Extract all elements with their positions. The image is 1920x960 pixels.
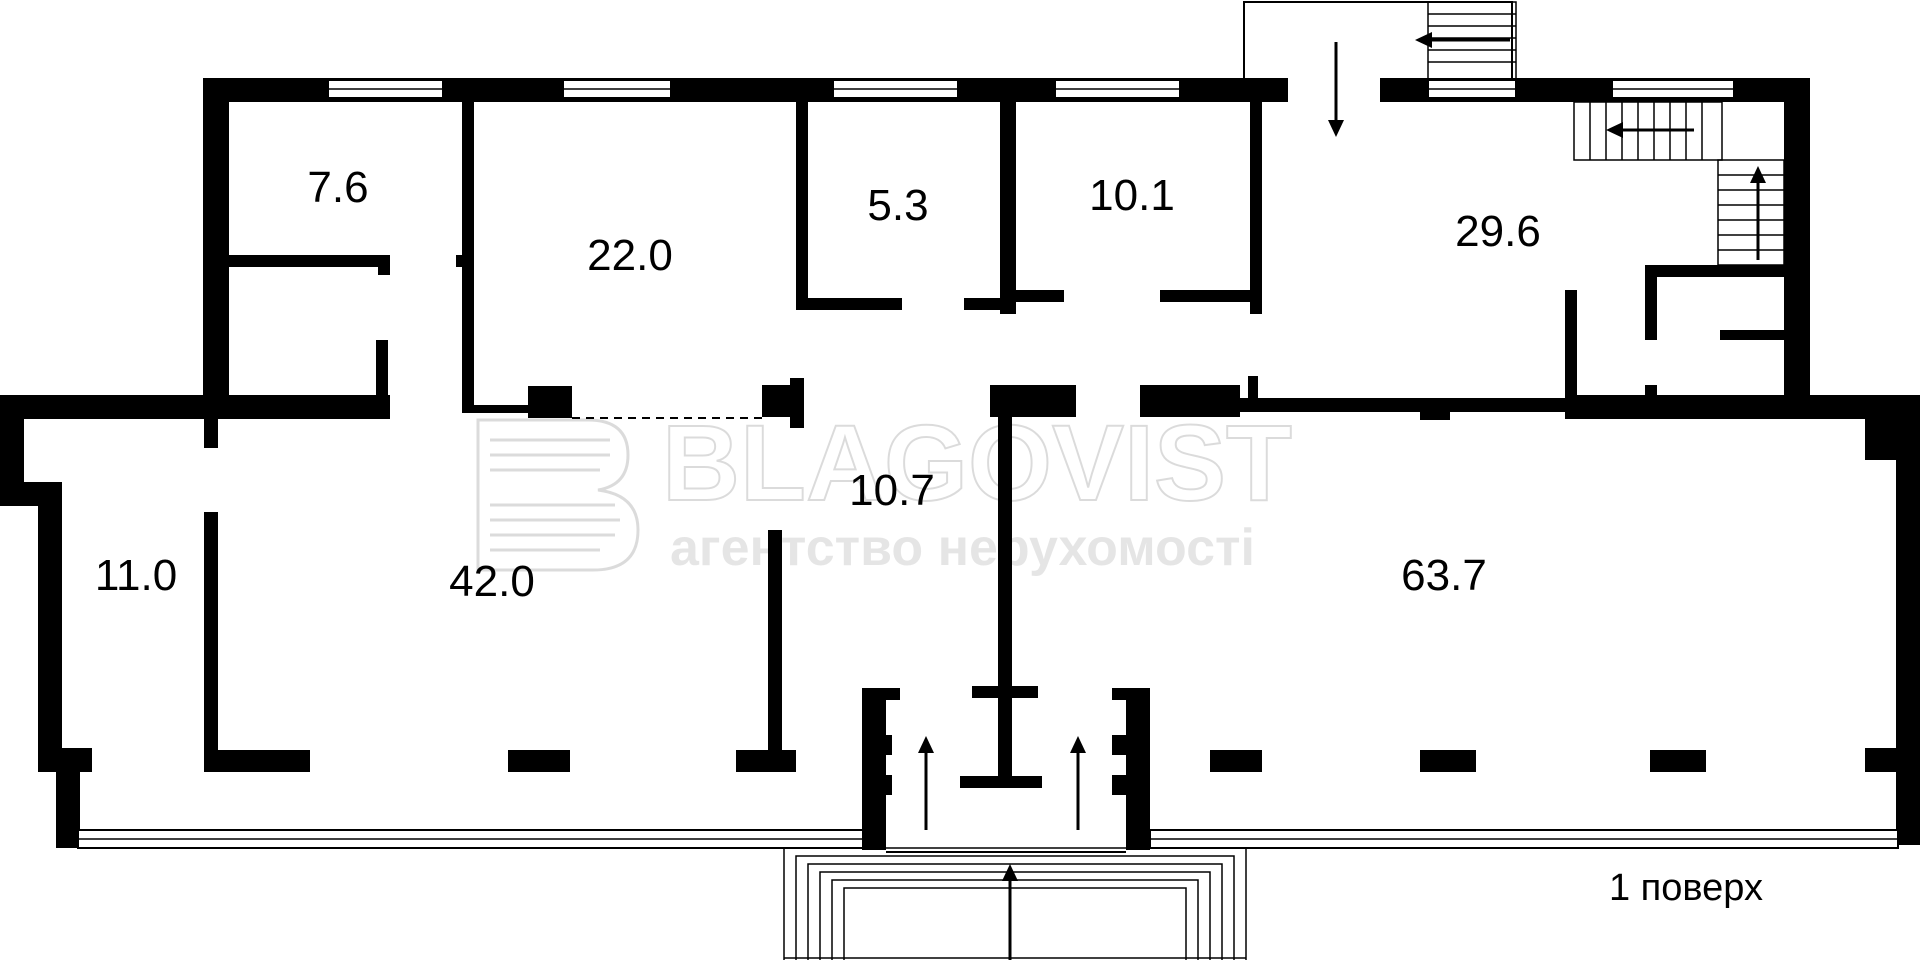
wall [1210, 750, 1262, 772]
room-area-label: 7.6 [307, 163, 368, 212]
room-area-label: 63.7 [1401, 551, 1487, 600]
wall [204, 512, 218, 772]
wall [1645, 385, 1657, 405]
room-area-label: 11.0 [95, 551, 177, 600]
wall [796, 298, 902, 310]
wall [1865, 748, 1920, 772]
arrow-icon [1002, 864, 1018, 960]
room-area-label: 5.3 [867, 181, 928, 230]
wall [462, 100, 474, 410]
wall [1645, 265, 1657, 340]
room-area-label: 29.6 [1455, 207, 1541, 256]
wall [1865, 395, 1920, 460]
wall [1784, 78, 1810, 408]
wall [462, 405, 542, 413]
room-labels: 7.6 22.0 5.3 10.1 29.6 10.7 11.0 42.0 63… [95, 163, 1541, 606]
wall [203, 78, 229, 408]
wall [796, 100, 808, 310]
arrow-icon [1606, 122, 1694, 138]
watermark-tagline: агентство нерухомості [670, 519, 1255, 577]
wall [456, 255, 464, 267]
wall [0, 395, 390, 419]
wall [56, 748, 80, 848]
wall [528, 386, 572, 418]
wall [508, 750, 570, 772]
watermark: BLAGOVIST агентство нерухомості [476, 401, 1293, 577]
wall [1112, 735, 1126, 755]
interior-walls [204, 100, 1787, 850]
wall [862, 688, 886, 850]
wall [204, 750, 310, 772]
arrow-icon [1750, 166, 1766, 260]
wall [38, 482, 62, 772]
wall [960, 776, 1042, 788]
arrow-icon [1415, 32, 1510, 48]
wall [1645, 265, 1787, 277]
wall [1650, 750, 1706, 772]
wall [1112, 688, 1150, 700]
watermark-brand: BLAGOVIST [662, 402, 1292, 523]
wall [378, 255, 390, 275]
wall [1145, 398, 1565, 412]
wall [1420, 398, 1450, 420]
wall [862, 688, 900, 700]
wall [1016, 290, 1064, 302]
wall [878, 775, 892, 795]
room-area-label: 42.0 [449, 557, 535, 606]
wall [736, 750, 796, 772]
front-entrance-steps [783, 847, 1247, 960]
room-area-label: 10.7 [849, 466, 935, 515]
wall [1112, 775, 1126, 795]
floor-label: 1 поверх [1609, 867, 1763, 909]
wall [964, 298, 1004, 310]
wall [1126, 688, 1150, 850]
arrow-icon [918, 736, 934, 830]
wall [972, 686, 1038, 698]
watermark-logo-icon [476, 418, 640, 572]
wall [1420, 750, 1476, 772]
wall [1250, 100, 1262, 314]
arrow-icon [1070, 736, 1086, 830]
wall [998, 410, 1012, 786]
wall [1565, 290, 1577, 418]
wall [1000, 100, 1016, 314]
wall [1896, 395, 1920, 845]
wall [1720, 330, 1786, 340]
wall [1248, 376, 1258, 400]
top-windows [327, 79, 1735, 99]
wall [376, 340, 388, 400]
wall [790, 378, 804, 428]
thin-lines [572, 1, 1513, 853]
wall [768, 530, 782, 770]
arrow-icon [1328, 42, 1344, 137]
room-area-label: 22.0 [587, 231, 673, 280]
wall [1565, 395, 1920, 419]
wall [229, 255, 389, 267]
direction-arrows [918, 32, 1766, 960]
room-area-label: 10.1 [1089, 171, 1175, 220]
interior-staircase [1573, 101, 1785, 266]
wall [878, 735, 892, 755]
wall [204, 418, 218, 448]
wall [1160, 290, 1250, 302]
